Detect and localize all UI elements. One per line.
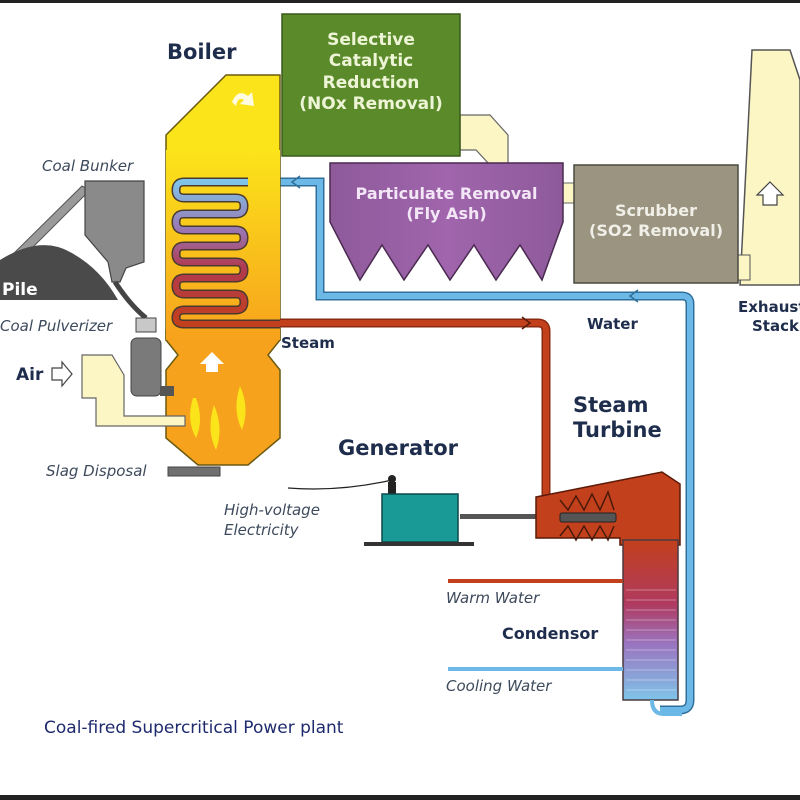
particulate-label: Particulate Removal (Fly Ash) — [355, 184, 538, 223]
air-label: Air — [16, 365, 44, 385]
steam-label: Steam — [281, 334, 335, 352]
scr-label: Selective Catalytic Reduction (NOx Remov… — [299, 30, 443, 114]
scr-box — [281, 13, 461, 157]
boiler-lower — [165, 329, 281, 466]
generator-label: Generator — [338, 436, 459, 460]
cooling-water-label: Cooling Water — [446, 677, 552, 695]
exhaust-stack-label: Exhaust Stack — [738, 298, 800, 335]
generator-body — [381, 493, 459, 543]
condensor-tubes — [626, 589, 676, 691]
condensate-return-pipe — [650, 699, 682, 716]
coal-pulverizer-label: Coal Pulverizer — [0, 317, 113, 335]
condensor-label: Condensor — [502, 624, 599, 643]
coal-pile — [0, 245, 118, 300]
slag-disposal-tray — [167, 466, 221, 477]
slag-disposal-label: Slag Disposal — [46, 462, 147, 480]
top-border — [0, 0, 800, 3]
steam-turbine — [535, 471, 681, 546]
turbine-rotor — [559, 512, 617, 523]
scrubber-label: Scrubber (SO2 Removal) — [589, 201, 723, 240]
particulate-removal-unit — [329, 162, 564, 282]
pulverizer-head — [135, 317, 157, 333]
boiler-exhaust-arrow-icon — [232, 92, 254, 106]
duct-scr-particulate — [459, 114, 509, 166]
water-return-arrow-icon — [628, 289, 639, 303]
diagram-caption: Coal-fired Supercritical Power plant — [44, 718, 344, 738]
electricity-wire — [287, 479, 393, 490]
flame-icon — [190, 398, 200, 438]
warm-water-label: Warm Water — [446, 589, 540, 607]
flame-icon — [210, 405, 220, 450]
bottom-border — [0, 795, 800, 800]
water-label: Water — [587, 315, 638, 333]
air-duct — [81, 354, 186, 427]
coal-feed-pipe — [112, 280, 148, 320]
air-arrow-icon — [51, 360, 73, 388]
coal-bunker — [84, 180, 145, 283]
turbine-shaft — [460, 514, 540, 519]
water-arrow-icon — [290, 175, 301, 189]
coal-pulverizer — [130, 337, 162, 397]
stack-arrow-icon — [755, 181, 785, 206]
boiler-label: Boiler — [167, 40, 237, 64]
generator-base — [364, 542, 474, 546]
scrubber-box — [573, 164, 739, 284]
condensor-unit — [622, 539, 679, 701]
coal-pile-label: Pile — [2, 280, 38, 300]
coal-bunker-label: Coal Bunker — [42, 157, 134, 175]
duct-scrubber-stack — [737, 254, 751, 281]
flame-icon — [236, 386, 246, 430]
high-voltage-label: High-voltage Electricity — [224, 501, 320, 540]
steam-arrow-icon — [521, 316, 532, 330]
steam-turbine-label: Steam Turbine — [573, 393, 662, 443]
turbine-blades — [559, 489, 615, 542]
exhaust-stack — [739, 49, 800, 286]
furnace-arrow-icon — [200, 352, 224, 372]
